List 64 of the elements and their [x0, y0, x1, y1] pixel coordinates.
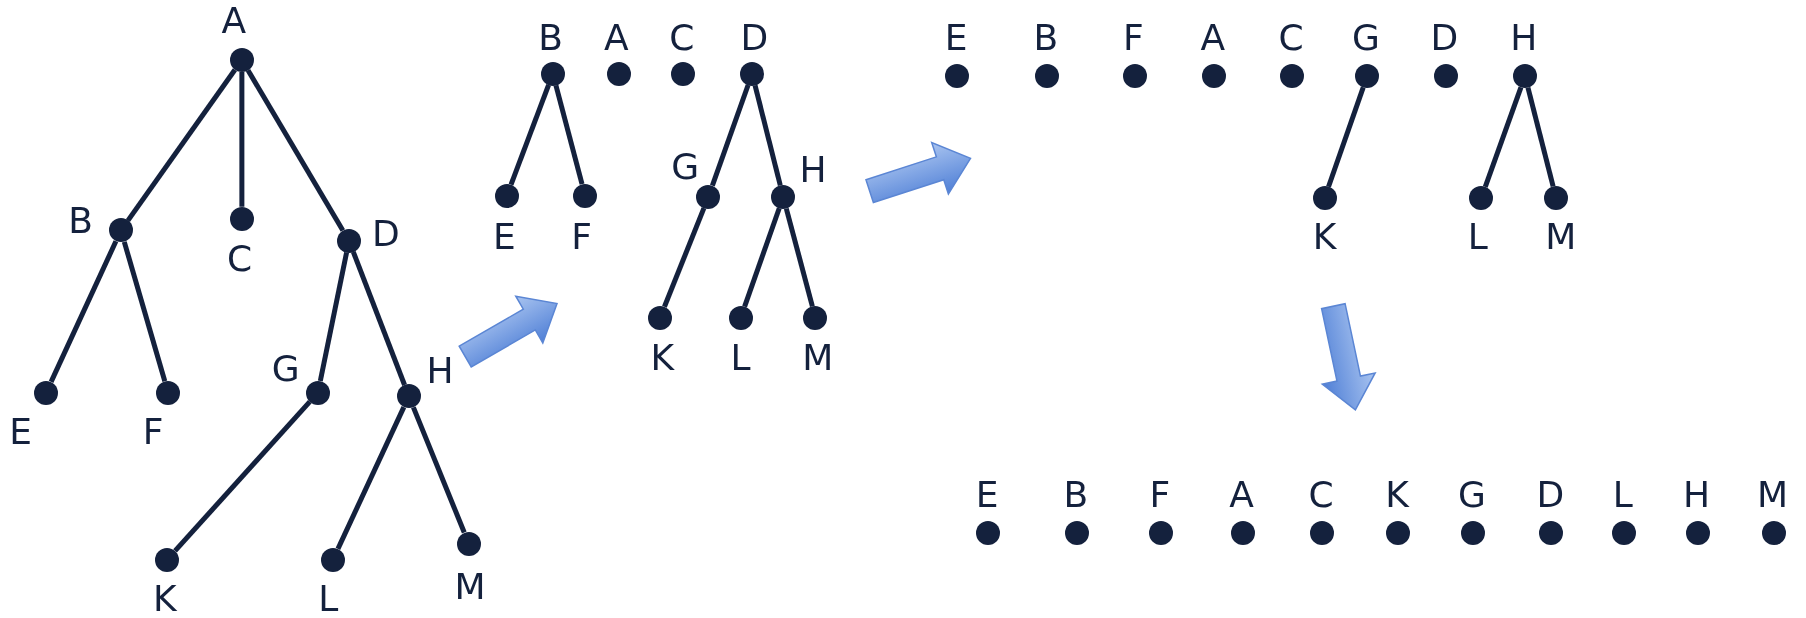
tree-edge: [350, 251, 407, 386]
tree-edge: [245, 68, 346, 232]
tree-edge: [742, 207, 782, 308]
node-letter: A: [603, 20, 629, 56]
tree-edge: [710, 84, 751, 187]
node-letter: C: [669, 20, 695, 56]
node-letter: G: [1458, 477, 1486, 514]
node-letter: D: [1430, 20, 1459, 56]
node-letter: G: [271, 350, 300, 387]
node-letter: B: [68, 203, 93, 240]
node-letter: B: [1033, 20, 1059, 56]
node-letter: L: [318, 580, 339, 617]
node-letter: E: [493, 219, 516, 256]
tree-edge: [553, 84, 585, 185]
node-letter: D: [740, 20, 769, 56]
node-letter: E: [975, 477, 999, 514]
node-letter: M: [454, 569, 486, 606]
tree-edge: [1525, 87, 1556, 188]
tree-edge: [783, 207, 815, 307]
tree-edge: [1482, 86, 1524, 188]
node-letter: B: [1063, 477, 1089, 514]
tree-edge: [173, 400, 312, 553]
node-letter: A: [221, 2, 247, 39]
node-letter: K: [650, 340, 675, 377]
tree-edge: [752, 84, 783, 186]
node-letter: M: [1545, 219, 1577, 256]
tree-edge: [335, 406, 407, 550]
tree-edge: [48, 240, 119, 383]
node-letter: F: [1149, 477, 1171, 514]
node-letter: K: [152, 580, 177, 617]
node-letter: K: [1385, 477, 1409, 514]
tree-edge: [125, 68, 237, 222]
node-letter: C: [227, 241, 253, 278]
node-letter: D: [1536, 477, 1565, 514]
node-letter: C: [1278, 20, 1304, 56]
node-letter: G: [1352, 20, 1380, 56]
node-letter: L: [730, 340, 751, 377]
tree-edge: [317, 251, 350, 382]
node-letter: F: [1123, 20, 1144, 56]
node-letter: E: [9, 413, 33, 450]
node-letter: H: [799, 152, 827, 189]
node-letter: H: [1510, 20, 1538, 56]
node-letter: F: [142, 413, 164, 450]
node-letter: F: [571, 219, 592, 256]
node-letter: M: [1757, 477, 1789, 514]
node-letter: L: [1612, 477, 1633, 514]
node-letter: G: [671, 149, 700, 185]
tree-edge: [508, 84, 551, 186]
node-letter: L: [1467, 219, 1488, 256]
node-letter: H: [1683, 477, 1711, 514]
node-letter: M: [802, 340, 834, 377]
node-letter: A: [1229, 477, 1254, 514]
tree-edge: [411, 406, 467, 534]
tree-edge: [121, 241, 168, 382]
node-letter: B: [538, 20, 563, 56]
node-letter: H: [426, 352, 454, 389]
node-letter: K: [1312, 219, 1337, 256]
node-letter: C: [1308, 477, 1334, 514]
tree-edge: [1326, 86, 1366, 188]
tree-edge: [239, 71, 245, 207]
node-letter: E: [944, 20, 968, 56]
node-letter: A: [1200, 20, 1226, 56]
node-letter: D: [371, 215, 400, 252]
tree-edge: [662, 207, 707, 308]
